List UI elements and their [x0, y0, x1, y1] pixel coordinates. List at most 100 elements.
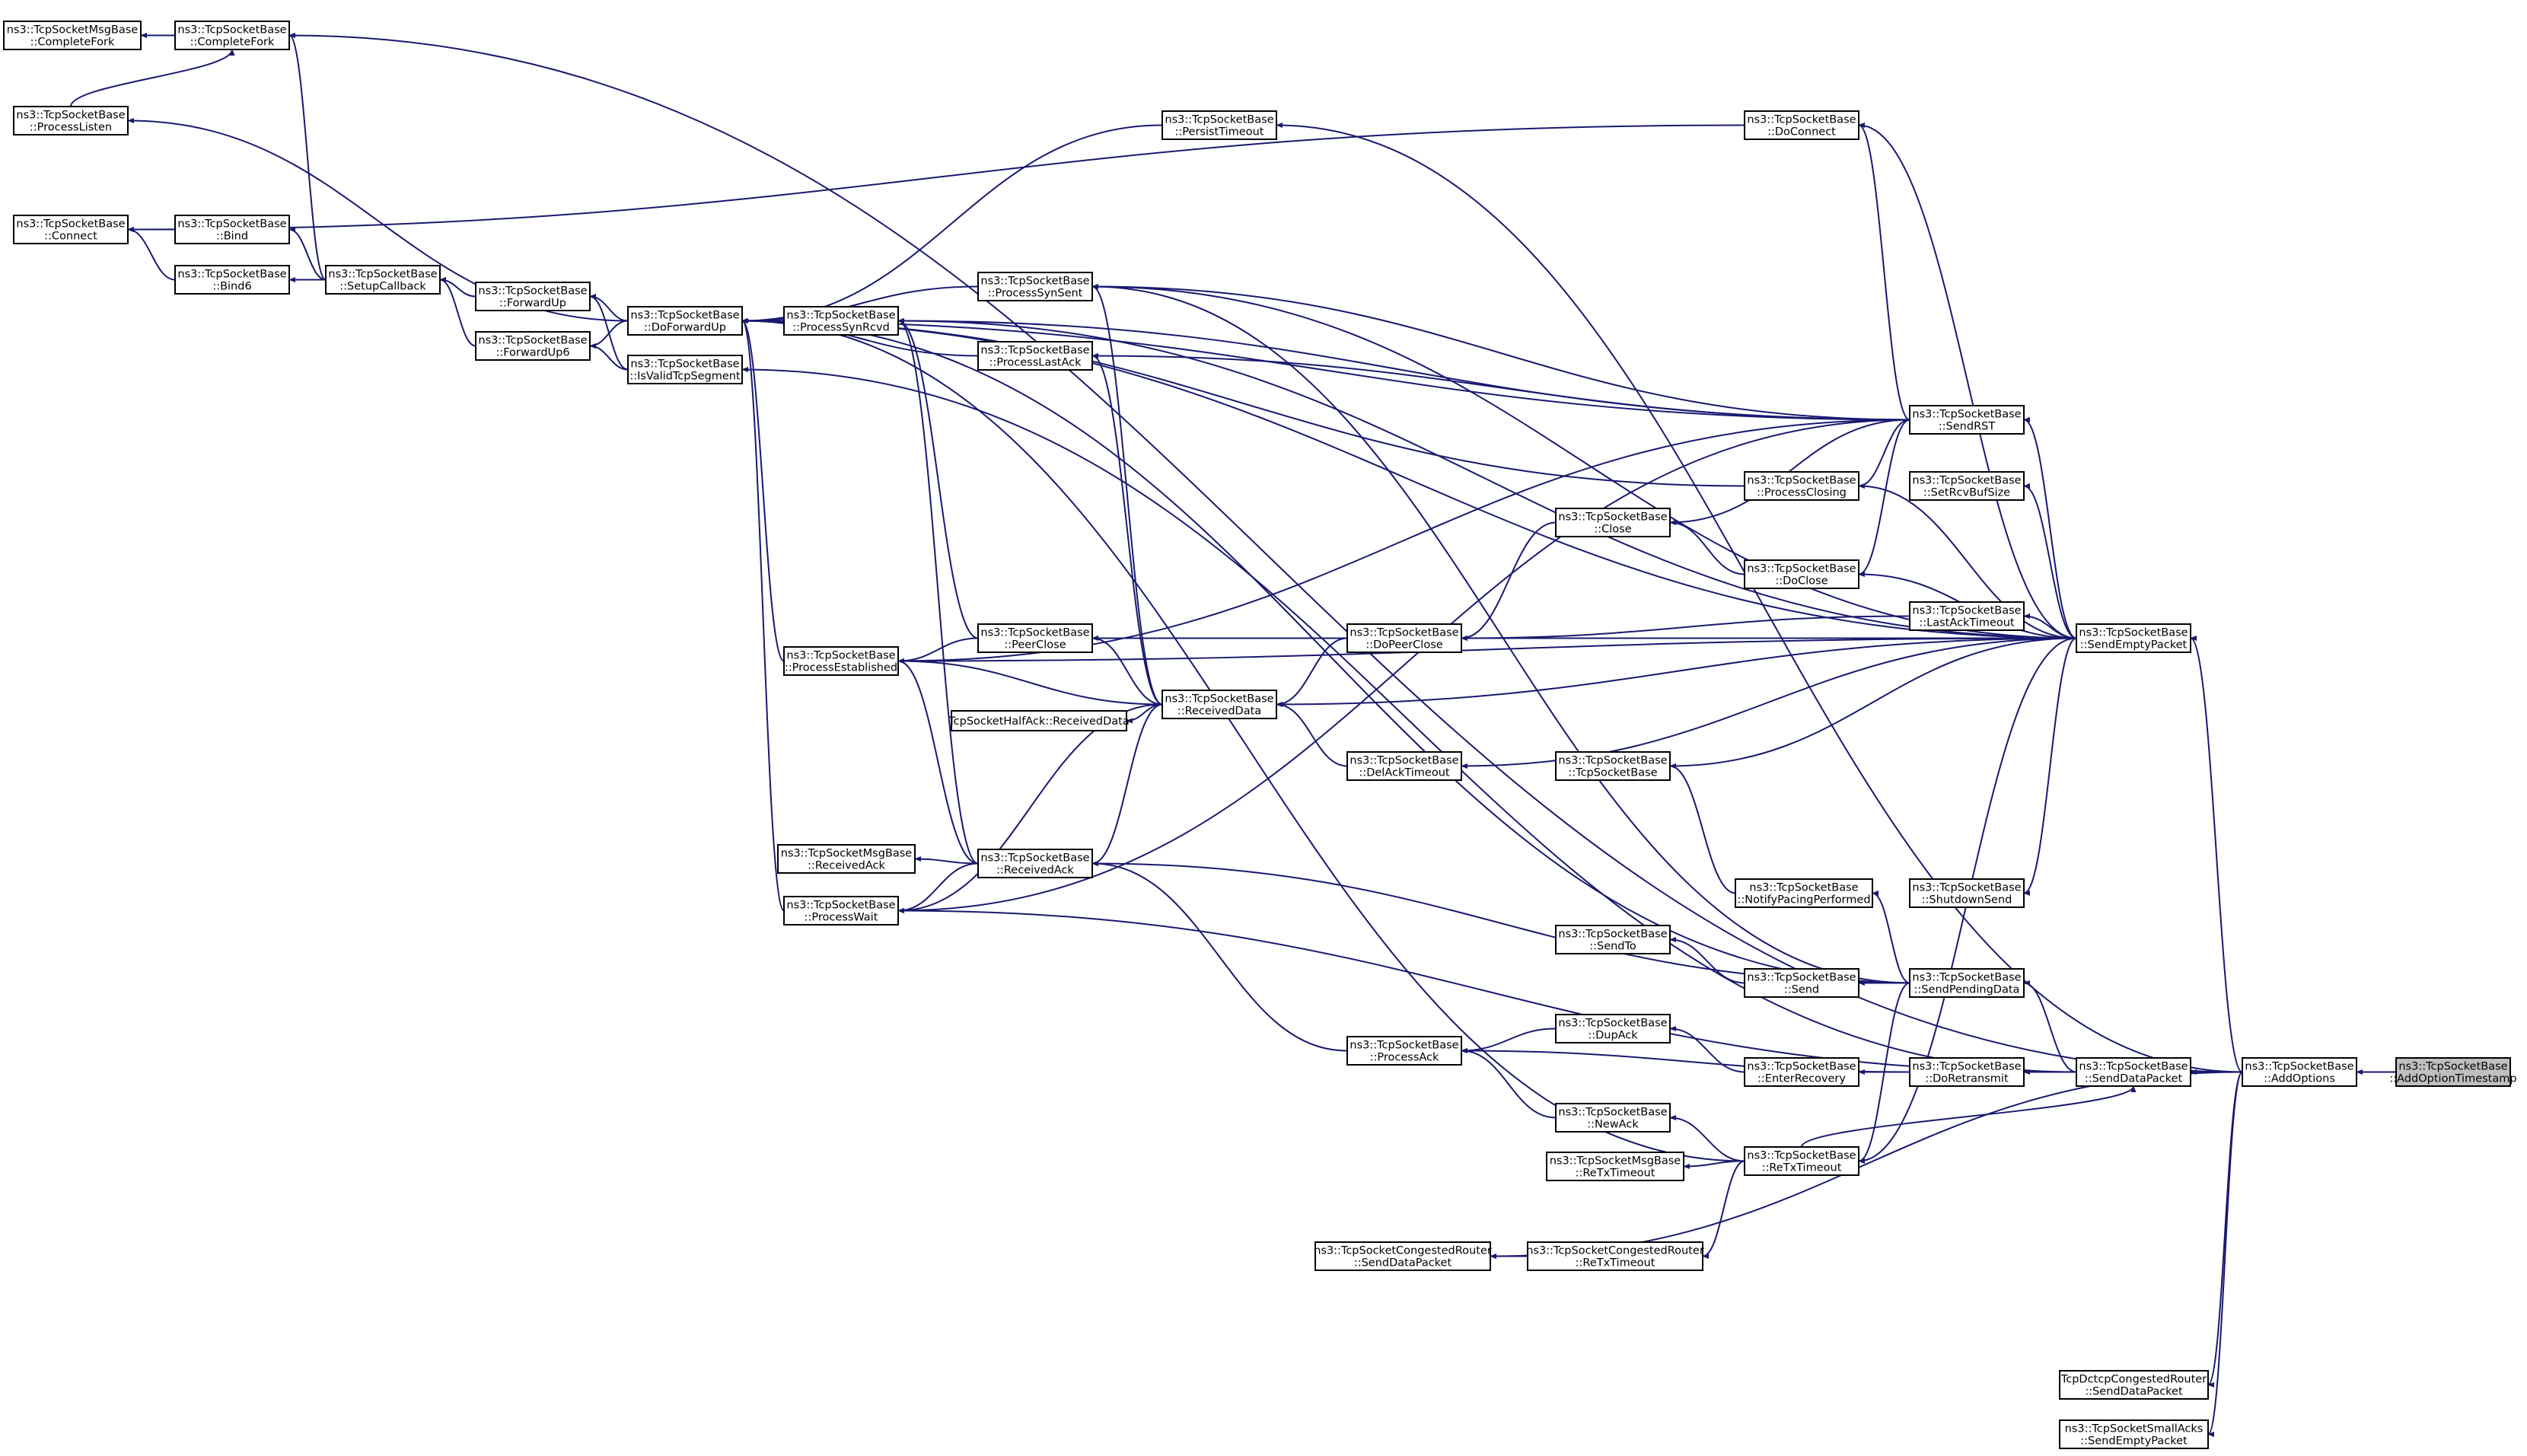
node-box — [777, 844, 916, 874]
node-box — [1744, 968, 1859, 998]
node-label: ns3::TcpSocketBase — [1912, 882, 2021, 894]
node-bind6[interactable]: ns3::TcpSocketBase::Bind6 — [174, 265, 290, 295]
node-cong-re-tx-timeout[interactable]: ns3::TcpSocketCongestedRouter::ReTxTimeo… — [1526, 1241, 1704, 1271]
node-connect[interactable]: ns3::TcpSocketBase::Connect — [13, 215, 129, 244]
node-set-rcv-buf-size[interactable]: ns3::TcpSocketBase::SetRcvBufSize — [1909, 471, 2025, 501]
node-last-ack-timeout[interactable]: ns3::TcpSocketBase::LastAckTimeout — [1909, 601, 2025, 631]
edge-peer-close-received-data — [1091, 635, 1163, 706]
edge-complete-fork-setup-callback — [288, 33, 327, 281]
node-is-valid-tcp-segment[interactable]: ns3::TcpSocketBase::IsValidTcpSegment — [627, 355, 743, 384]
node-dup-ack[interactable]: ns3::TcpSocketBase::DupAck — [1555, 1014, 1671, 1043]
node-send-pending-data[interactable]: ns3::TcpSocketBase::SendPendingData — [1909, 968, 2025, 998]
edge-persist-timeout-add-options — [1276, 122, 2243, 1073]
edge-forward-up-is-valid-tcp-segment — [589, 293, 629, 371]
edge-notify-pacing-send-pending-data — [1872, 890, 1910, 984]
node-box — [1346, 751, 1462, 781]
edge-do-forward-up-process-wait — [741, 318, 785, 912]
node-msg-re-tx-timeout[interactable]: ns3::TcpSocketMsgBase::ReTxTimeout — [1546, 1152, 1684, 1181]
node-send-to[interactable]: ns3::TcpSocketBase::SendTo — [1555, 925, 1671, 954]
node-box — [3, 21, 142, 50]
node-box — [1555, 1014, 1671, 1043]
node-process-last-ack[interactable]: ns3::TcpSocketBase::ProcessLastAck — [977, 341, 1093, 371]
node-cong-send-data-packet[interactable]: ns3::TcpSocketCongestedRouter::SendDataP… — [1314, 1241, 1492, 1271]
node-label: ns3::TcpSocketBase — [980, 276, 1089, 288]
node-msg-received-ack[interactable]: ns3::TcpSocketMsgBase::ReceivedAck — [777, 844, 916, 874]
node-add-options[interactable]: ns3::TcpSocketBase::AddOptions — [2242, 1057, 2357, 1087]
node-tcp-socket-base-ctor[interactable]: ns3::TcpSocketBase::TcpSocketBase — [1555, 751, 1671, 781]
node-shutdown-send[interactable]: ns3::TcpSocketBase::ShutdownSend — [1909, 878, 2025, 908]
node-box — [174, 215, 290, 244]
node-box — [1909, 471, 2025, 501]
node-send[interactable]: ns3::TcpSocketBase::Send — [1744, 968, 1859, 998]
edge-send-rst-send-empty-packet — [2023, 416, 2077, 639]
edge-do-connect-send-empty-packet — [1858, 122, 2077, 639]
node-box — [1744, 1146, 1859, 1176]
node-label: ns3::TcpSocketBase — [2079, 627, 2188, 639]
node-box — [783, 646, 899, 676]
edge-received-data-send-empty-packet — [1276, 637, 2077, 708]
node-notify-pacing[interactable]: ns3::TcpSocketBase::NotifyPacingPerforme… — [1735, 878, 1873, 908]
node-close[interactable]: ns3::TcpSocketBase::Close — [1555, 508, 1671, 537]
node-process-established[interactable]: ns3::TcpSocketBase::ProcessEstablished — [783, 646, 899, 676]
node-process-syn-sent[interactable]: ns3::TcpSocketBase::ProcessSynSent — [977, 272, 1093, 301]
edge-process-established-send-empty-packet — [897, 637, 2077, 664]
node-label: ::ProcessSynSent — [988, 288, 1083, 300]
edge-tcp-socket-base-ctor-send-empty-packet — [1669, 637, 2077, 769]
node-label: ::Bind — [216, 231, 248, 243]
node-box — [1909, 601, 2025, 631]
node-msg-complete-fork[interactable]: ns3::TcpSocketMsgBase::CompleteFork — [3, 21, 142, 50]
node-process-closing[interactable]: ns3::TcpSocketBase::ProcessClosing — [1744, 471, 1859, 501]
node-do-connect[interactable]: ns3::TcpSocketBase::DoConnect — [1744, 110, 1859, 140]
node-send-empty-packet[interactable]: ns3::TcpSocketBase::SendEmptyPacket — [2076, 623, 2191, 653]
node-del-ack-timeout[interactable]: ns3::TcpSocketBase::DelAckTimeout — [1346, 751, 1462, 781]
node-send-data-packet[interactable]: ns3::TcpSocketBase::SendDataPacket — [2076, 1057, 2191, 1087]
edge-process-syn-rcvd-peer-close — [897, 317, 979, 639]
node-label: ::IsValidTcpSegment — [629, 371, 741, 383]
node-label: ::DelAckTimeout — [1359, 767, 1449, 779]
edge-msg-re-tx-timeout-re-tx-timeout — [1683, 1160, 1745, 1170]
node-label: ns3::TcpSocketBase — [786, 900, 895, 912]
node-process-syn-rcvd[interactable]: ns3::TcpSocketBase::ProcessSynRcvd — [783, 306, 899, 336]
node-box — [1555, 1103, 1671, 1133]
node-dctcp-send-data-packet[interactable]: TcpDctcpCongestedRouter::SendDataPacket — [2059, 1370, 2209, 1400]
node-do-close[interactable]: ns3::TcpSocketBase::DoClose — [1744, 559, 1859, 589]
node-box — [174, 265, 290, 295]
node-label: ns3::TcpSocketBase — [1912, 475, 2021, 487]
node-label: ns3::TcpSocketBase — [1350, 755, 1458, 767]
node-half-ack-received-data[interactable]: TcpSocketHalfAck::ReceivedData — [948, 710, 1130, 731]
edge-send-pending-data-send-data-packet — [2023, 980, 2077, 1073]
node-received-data[interactable]: ns3::TcpSocketBase::ReceivedData — [1162, 690, 1277, 719]
node-process-listen[interactable]: ns3::TcpSocketBase::ProcessListen — [13, 106, 129, 135]
node-re-tx-timeout[interactable]: ns3::TcpSocketBase::ReTxTimeout — [1744, 1146, 1859, 1176]
node-received-ack[interactable]: ns3::TcpSocketBase::ReceivedAck — [977, 849, 1093, 878]
node-forward-up[interactable]: ns3::TcpSocketBase::ForwardUp — [475, 282, 591, 311]
node-label: ns3::TcpSocketBase — [478, 335, 587, 347]
node-do-retransmit[interactable]: ns3::TcpSocketBase::DoRetransmit — [1909, 1057, 2025, 1087]
node-peer-close[interactable]: ns3::TcpSocketBase::PeerClose — [977, 623, 1093, 653]
node-do-forward-up[interactable]: ns3::TcpSocketBase::DoForwardUp — [627, 306, 743, 336]
node-send-rst[interactable]: ns3::TcpSocketBase::SendRST — [1909, 405, 2025, 435]
node-bind[interactable]: ns3::TcpSocketBase::Bind — [174, 215, 290, 244]
node-do-peer-close[interactable]: ns3::TcpSocketBase::DoPeerClose — [1346, 623, 1462, 653]
node-process-ack[interactable]: ns3::TcpSocketBase::ProcessAck — [1346, 1036, 1462, 1066]
edge-process-syn-rcvd-received-ack — [897, 318, 979, 865]
edge-do-connect-send-rst — [1858, 123, 1910, 421]
node-persist-timeout[interactable]: ns3::TcpSocketBase::PersistTimeout — [1162, 110, 1277, 140]
node-small-acks-send-empty[interactable]: ns3::TcpSocketSmallAcks::SendEmptyPacket — [2059, 1419, 2209, 1449]
node-new-ack[interactable]: ns3::TcpSocketBase::NewAck — [1555, 1103, 1671, 1133]
node-box — [2242, 1057, 2357, 1087]
edge-process-established-peer-close — [897, 637, 979, 664]
node-complete-fork[interactable]: ns3::TcpSocketBase::CompleteFork — [174, 21, 290, 50]
edge-dup-ack-enter-recovery — [1669, 1025, 1745, 1073]
node-process-wait[interactable]: ns3::TcpSocketBase::ProcessWait — [783, 896, 899, 926]
node-enter-recovery[interactable]: ns3::TcpSocketBase::EnterRecovery — [1744, 1057, 1859, 1087]
edge-do-peer-close-close — [1461, 521, 1557, 642]
node-label: ::SetupCallback — [339, 281, 426, 293]
node-label: ::SendTo — [1589, 941, 1636, 953]
node-label: ::ProcessListen — [30, 122, 112, 134]
edge-msg-received-ack-received-ack — [914, 855, 979, 865]
node-setup-callback[interactable]: ns3::TcpSocketBase::SetupCallback — [325, 265, 441, 295]
node-forward-up6[interactable]: ns3::TcpSocketBase::ForwardUp6 — [475, 331, 591, 361]
node-label: ::ShutdownSend — [1922, 894, 2012, 906]
node-add-option-timestamp[interactable]: ns3::TcpSocketBase::AddOptionTimestamp — [2389, 1057, 2517, 1087]
